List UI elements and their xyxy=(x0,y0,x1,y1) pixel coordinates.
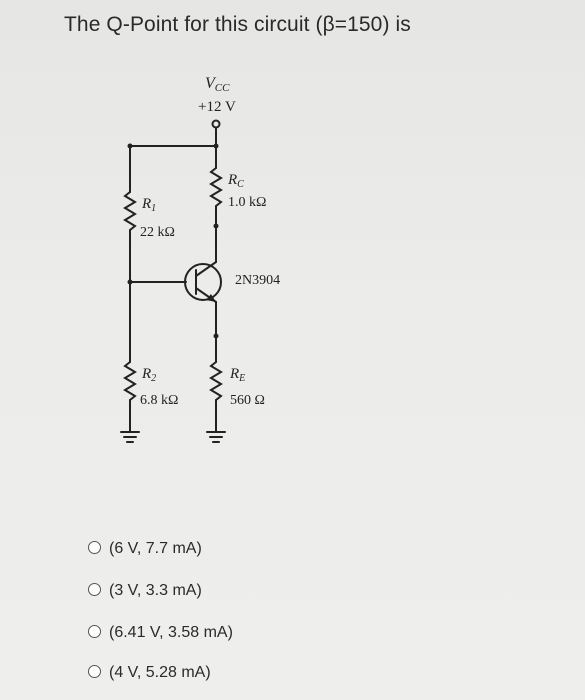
radio-button-icon[interactable] xyxy=(88,583,101,596)
svg-text:R1: R1 xyxy=(141,196,156,214)
re-value: 560 Ω xyxy=(230,393,265,408)
ground-symbol-left xyxy=(120,431,140,443)
r2-label: R xyxy=(141,366,151,382)
transistor-label: 2N3904 xyxy=(235,273,280,288)
svg-text:RE: RE xyxy=(229,366,245,384)
svg-text:VCC: VCC xyxy=(205,75,230,94)
answer-option-1[interactable]: (6 V, 7.7 mA) xyxy=(88,540,202,558)
rc-subscript: C xyxy=(237,179,244,190)
vcc-value: +12 V xyxy=(198,99,236,115)
question-title: The Q-Point for this circuit (β=150) is xyxy=(64,13,411,36)
ground-symbol-right xyxy=(206,431,226,443)
r1-label: R xyxy=(141,196,151,212)
vcc-label: V xyxy=(205,75,217,92)
rc-resistor xyxy=(209,167,223,207)
r1-resistor xyxy=(123,191,137,231)
r1-value: 22 kΩ xyxy=(140,225,175,240)
r1-subscript: 1 xyxy=(151,203,156,214)
radio-button-icon[interactable] xyxy=(88,665,101,678)
rc-value: 1.0 kΩ xyxy=(228,195,266,210)
answer-option-4[interactable]: (4 V, 5.28 mA) xyxy=(88,664,211,682)
svg-text:R2: R2 xyxy=(141,366,156,384)
rc-label: R xyxy=(227,172,237,188)
radio-button-icon[interactable] xyxy=(88,541,101,554)
answer-option-3[interactable]: (6.41 V, 3.58 mA) xyxy=(88,624,233,642)
r2-resistor xyxy=(123,361,137,401)
answer-option-label: (6.41 V, 3.58 mA) xyxy=(109,624,233,641)
answer-option-label: (4 V, 5.28 mA) xyxy=(109,664,211,681)
answer-option-label: (6 V, 7.7 mA) xyxy=(109,540,202,557)
answer-option-label: (3 V, 3.3 mA) xyxy=(109,582,202,599)
circuit-schematic: VCC +12 V R1 22 kΩ RC 1.0 kΩ 2N3904 R2 6… xyxy=(120,75,280,443)
re-resistor xyxy=(209,361,223,401)
svg-text:RC: RC xyxy=(227,172,244,190)
answer-option-2[interactable]: (3 V, 3.3 mA) xyxy=(88,582,202,600)
vcc-subscript: CC xyxy=(215,82,230,94)
vcc-terminal xyxy=(211,119,221,129)
re-label: R xyxy=(229,366,239,382)
radio-button-icon[interactable] xyxy=(88,625,101,638)
re-subscript: E xyxy=(238,373,245,384)
r2-value: 6.8 kΩ xyxy=(140,393,178,408)
transistor-2n3904 xyxy=(184,263,222,301)
r2-subscript: 2 xyxy=(151,373,156,384)
